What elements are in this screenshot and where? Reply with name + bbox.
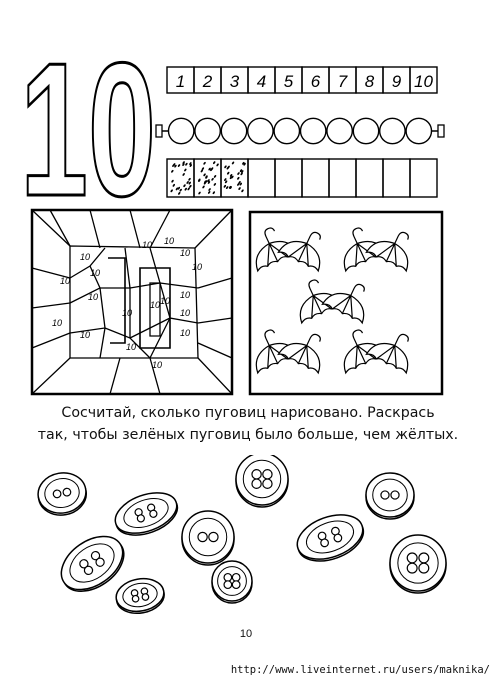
umbrella-box <box>248 210 444 396</box>
mosaic-label: 10 <box>164 236 174 246</box>
bead <box>299 117 327 145</box>
mosaic-label: 10 <box>150 300 160 310</box>
button-to-color <box>115 577 165 615</box>
instruction-line-2: так, чтобы зелёных пуговиц было больше, … <box>37 427 459 443</box>
instruction-line-1: Сосчитай, сколько пуговиц нарисовано. Ра… <box>61 405 435 421</box>
bead <box>194 117 221 145</box>
big-number-text: 10 <box>20 55 156 205</box>
digit-label: 7 <box>338 72 348 91</box>
digit-label: 4 <box>257 72 266 91</box>
mosaic-label: 10 <box>180 328 190 338</box>
button-to-color <box>296 514 365 562</box>
source-url[interactable]: http://www.liveinternet.ru/users/maknika… <box>230 664 490 676</box>
bead <box>405 117 433 145</box>
buttons-group <box>37 455 447 615</box>
buttons-field <box>37 455 447 615</box>
mosaic-label: 10 <box>180 308 190 318</box>
shaded-box-dots <box>170 161 192 195</box>
count-box <box>301 158 330 198</box>
count-box <box>355 158 384 198</box>
mosaic-label: 10 <box>80 330 90 340</box>
digit-label: 5 <box>284 72 294 91</box>
digit-label: 6 <box>311 72 321 91</box>
button-to-color <box>389 534 447 594</box>
bead <box>352 117 380 145</box>
count-box <box>382 158 411 198</box>
umbrella-pair <box>343 329 409 375</box>
digit-label: 3 <box>230 72 240 91</box>
digit-cell <box>409 66 438 94</box>
count-box <box>247 158 276 198</box>
button-to-color <box>181 510 235 566</box>
mosaic-label: 10 <box>192 262 202 272</box>
umbrella-pair <box>299 279 365 325</box>
umbrella-group <box>255 227 409 375</box>
bead <box>326 117 354 145</box>
page-number: 10 <box>239 628 253 640</box>
mosaic-label: 10 <box>60 276 70 286</box>
digit-label: 8 <box>365 72 375 91</box>
count-box <box>274 158 303 198</box>
big-number-ten: 10 <box>20 55 158 205</box>
bead-row <box>154 116 446 146</box>
button-to-color <box>235 455 289 508</box>
umbrella-pair <box>255 227 321 273</box>
mosaic-label: 10 <box>52 318 62 328</box>
shaded-box-dots <box>198 161 219 195</box>
button-to-color <box>211 560 253 604</box>
bead-row-svg <box>155 117 445 145</box>
umbrella-pair <box>255 329 321 375</box>
digit-label: 2 <box>202 72 213 91</box>
bead <box>273 117 301 145</box>
mosaic-label: 10 <box>80 252 90 262</box>
mosaic-label: 10 <box>90 268 100 278</box>
bead <box>220 117 248 145</box>
umbrella-pair <box>343 227 409 273</box>
mosaic-label: 10 <box>126 342 136 352</box>
bead-clasp <box>437 124 445 138</box>
digit-label: 10 <box>414 72 433 91</box>
box-row <box>166 158 438 198</box>
shaded-box-dots <box>223 161 246 193</box>
count-box <box>328 158 357 198</box>
mosaic-label: 10 <box>152 360 162 370</box>
digit-label: 9 <box>392 72 402 91</box>
count-box <box>409 158 438 198</box>
mosaic-label: 10 <box>142 240 152 250</box>
bead-clasp <box>155 124 163 138</box>
button-to-color <box>60 535 125 592</box>
task-instructions: Сосчитай, сколько пуговиц нарисовано. Ра… <box>18 402 478 446</box>
box-row-svg <box>166 158 438 198</box>
mosaic-label: 10 <box>122 308 132 318</box>
button-to-color <box>114 492 179 536</box>
mosaic-label: 10 <box>180 290 190 300</box>
bead <box>378 117 406 145</box>
button-to-color <box>365 472 415 520</box>
button-to-color <box>37 472 87 516</box>
digit-label: 1 <box>176 72 185 91</box>
bead <box>247 117 274 145</box>
mosaic-label: 10 <box>180 248 190 258</box>
bead <box>167 117 195 145</box>
mosaic-label: 10 <box>88 292 98 302</box>
mosaic-label: 10 <box>160 296 170 306</box>
